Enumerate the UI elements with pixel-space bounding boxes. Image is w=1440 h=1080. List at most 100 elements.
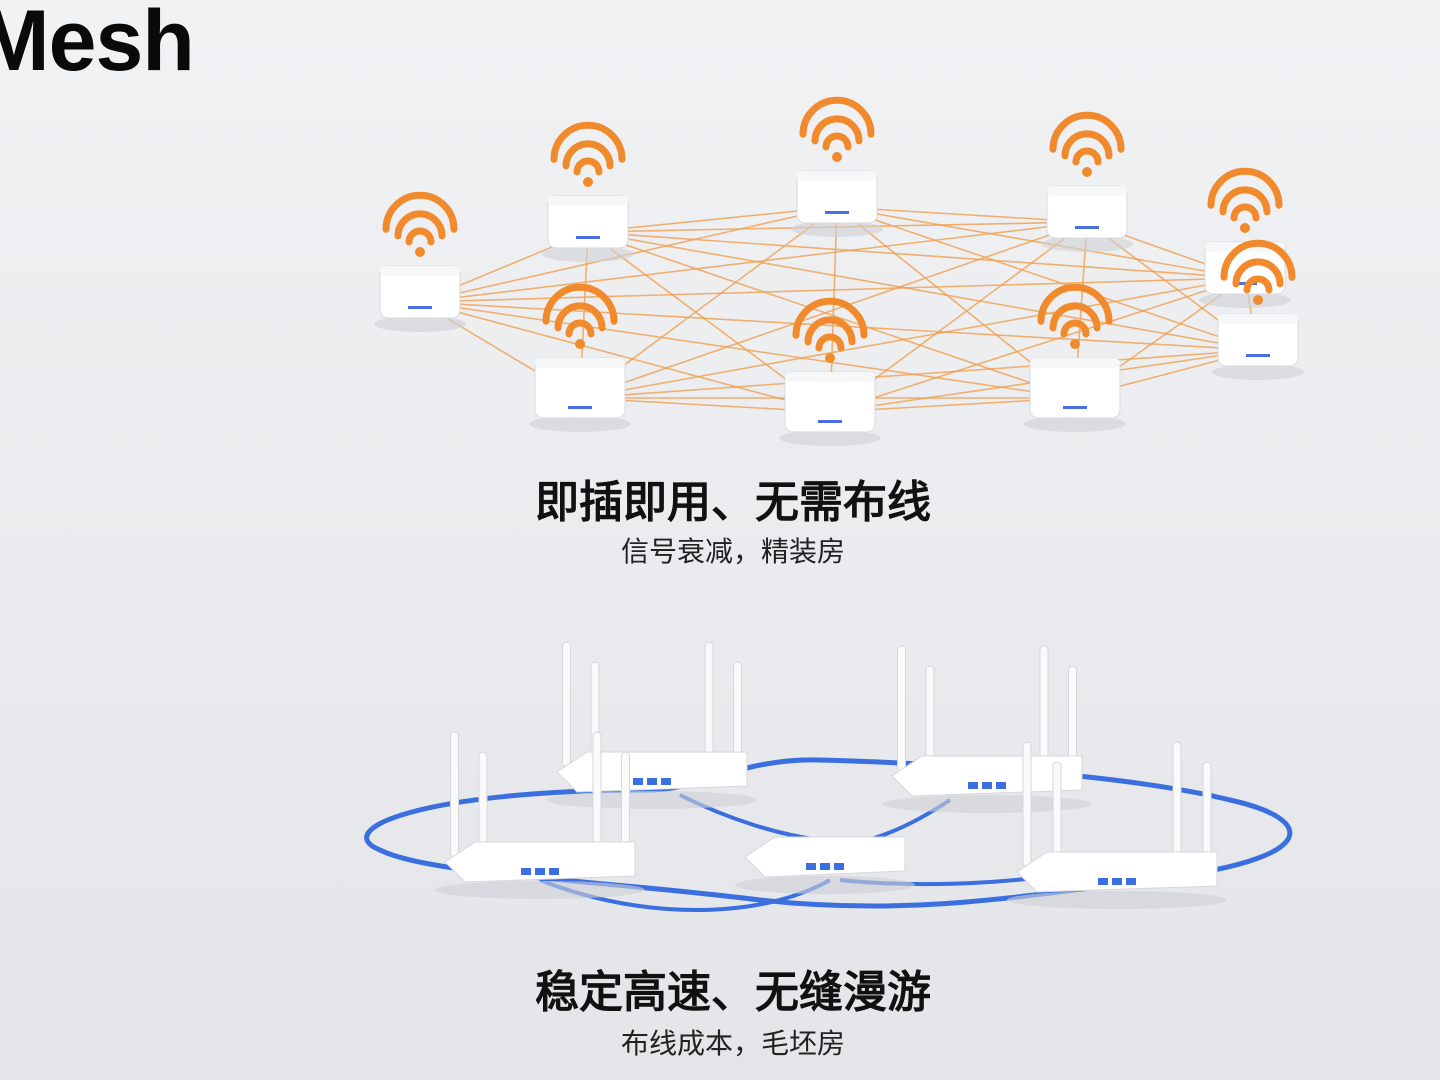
section-1-subheading: 信号衰减，精装房 (620, 535, 845, 568)
port-light (568, 406, 592, 409)
router (547, 641, 757, 809)
mesh-node (1212, 239, 1304, 380)
router-top (1047, 186, 1127, 196)
wifi-arc (822, 132, 852, 151)
wifi-dot (415, 247, 425, 257)
shadow (882, 795, 1092, 813)
antenna (562, 641, 571, 768)
wifi-arc (1243, 275, 1273, 294)
ethernet-port (806, 863, 816, 870)
wifi-dot (575, 339, 585, 349)
wifi-arc (542, 283, 618, 325)
ethernet-port (549, 868, 559, 875)
router (735, 836, 915, 894)
mesh-node (374, 191, 466, 332)
section-2-subheading: 布线成本，毛坯房 (620, 1027, 845, 1060)
ethernet-port (982, 782, 992, 789)
wifi-arc (1049, 111, 1125, 153)
router-body (891, 755, 1083, 797)
wifi-icon (542, 283, 618, 349)
wifi-icon (792, 297, 868, 363)
mesh-node (542, 121, 634, 262)
mesh-link (829, 277, 1246, 413)
wifi-arc (550, 121, 626, 163)
mesh-link (836, 206, 1088, 223)
wifi-arc (799, 96, 875, 138)
router-body (444, 841, 636, 883)
ethernet-port (633, 778, 643, 785)
antenna (621, 751, 630, 858)
wifi-arc (565, 319, 595, 338)
router-top (797, 171, 877, 181)
antenna (1022, 741, 1032, 868)
shadow (791, 221, 883, 237)
ethernet-port (661, 778, 671, 785)
ethernet-port (1126, 878, 1136, 885)
shadow (779, 430, 881, 446)
mesh-link (579, 221, 1088, 399)
mesh-link (579, 277, 1246, 399)
port-light (1075, 226, 1099, 229)
router (435, 731, 645, 899)
antenna (1202, 761, 1212, 868)
ethernet-port (834, 863, 844, 870)
wifi-arc (405, 227, 435, 246)
ethernet-port (1098, 878, 1108, 885)
section-1-heading: 即插即用、无需布线 (535, 477, 931, 528)
router-top (548, 196, 628, 206)
wifi-arc (804, 316, 856, 346)
wifi-arc (573, 157, 603, 176)
section-2-heading: 稳定高速、无缝漫游 (535, 967, 931, 1018)
shadow (1212, 364, 1304, 380)
wifi-dot (1240, 223, 1250, 233)
wired-routers-illustration (364, 641, 1293, 912)
mesh-node (791, 96, 883, 237)
wifi-arc (394, 210, 446, 240)
ethernet-port (996, 782, 1006, 789)
wifi-arc (554, 302, 606, 332)
router-top (535, 358, 625, 368)
router-top (785, 372, 875, 382)
shadow (542, 246, 634, 262)
ethernet-port (968, 782, 978, 789)
wifi-arc (1219, 186, 1271, 216)
port-light (408, 306, 432, 309)
mesh-link (836, 206, 1259, 351)
mesh-link (587, 231, 1259, 351)
mesh-link (836, 206, 1246, 279)
antenna (733, 661, 742, 768)
wifi-arc (1220, 239, 1296, 281)
wifi-icon (799, 96, 875, 162)
wifi-arc (382, 191, 458, 233)
cable-links (539, 793, 1101, 912)
wifi-icon (382, 191, 458, 257)
ethernet-port (820, 863, 830, 870)
shadow (529, 416, 631, 432)
mesh-link (587, 231, 1076, 399)
wifi-dot (832, 152, 842, 162)
router-body (1016, 851, 1218, 893)
port-light (825, 211, 849, 214)
wifi-arc (1037, 283, 1113, 325)
wifi-dot (825, 353, 835, 363)
antenna (478, 751, 488, 858)
shadow (374, 316, 466, 332)
router-body (556, 751, 748, 793)
wifi-arc (1072, 147, 1102, 166)
wifi-arc (815, 333, 845, 352)
mesh-link (419, 301, 831, 413)
wifi-icon (1220, 239, 1296, 305)
wifi-arc (811, 115, 863, 145)
wifi-arc (1232, 258, 1284, 288)
port-light (818, 420, 842, 423)
router-top (1030, 358, 1120, 368)
router (882, 645, 1092, 813)
wifi-icon (1049, 111, 1125, 177)
wireless-mesh-illustration (374, 96, 1304, 446)
antenna (592, 731, 602, 858)
wifi-icon (550, 121, 626, 187)
mesh-link (587, 231, 1246, 279)
wifi-arc (1207, 167, 1283, 209)
mesh-node (1024, 283, 1126, 432)
